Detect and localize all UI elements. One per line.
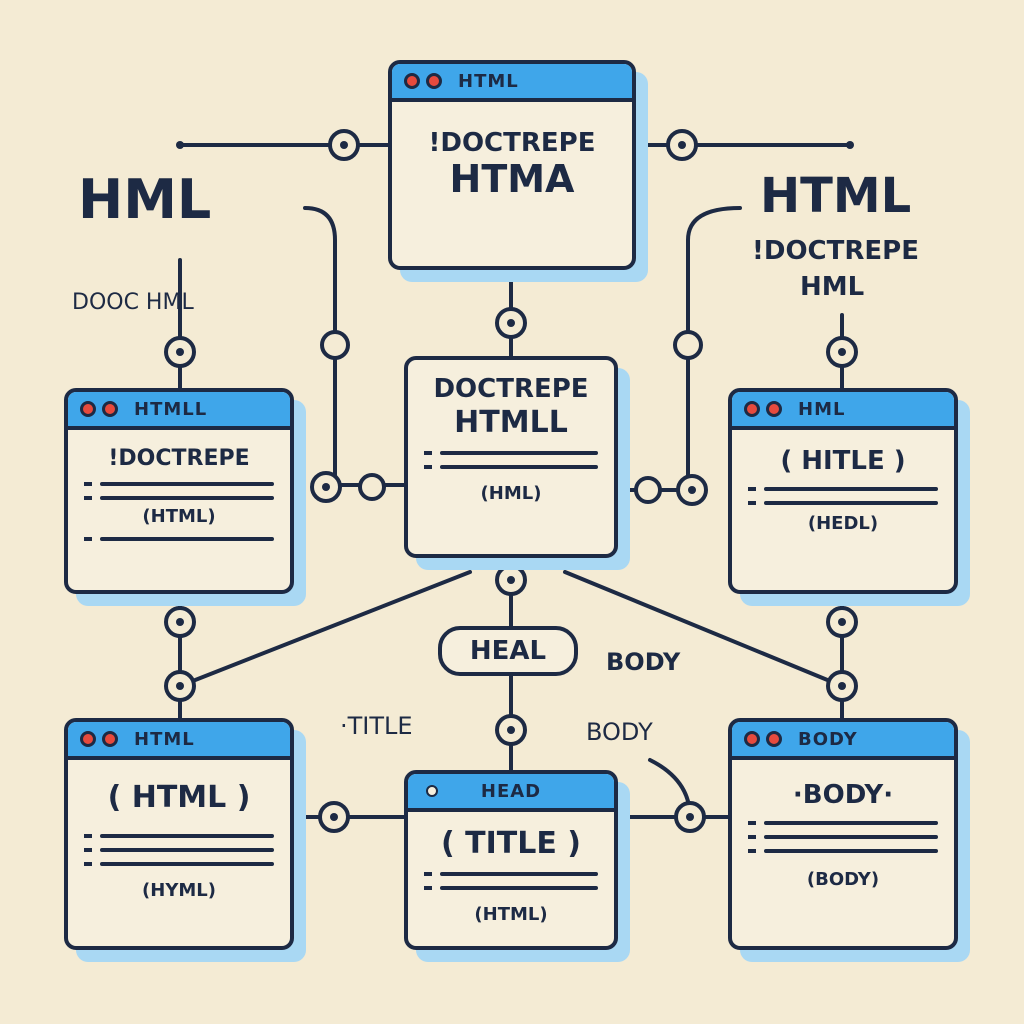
text-placeholder-line <box>84 862 274 866</box>
window-title-bar: HTML <box>68 722 290 760</box>
window-title-bar: HEAD <box>408 774 614 812</box>
left-sub-label: DOOC HML <box>72 290 194 315</box>
window-title-bar: HTML <box>392 64 632 102</box>
text-placeholder-line <box>748 849 938 854</box>
text-placeholder-line <box>748 501 938 506</box>
window-text-line2: HTMA <box>449 157 575 202</box>
close-dot-icon <box>404 73 420 89</box>
window-text-line2: HTMLL <box>454 405 568 441</box>
text-placeholder-line <box>424 465 598 470</box>
title-label: ·TITLE <box>340 712 413 740</box>
text-placeholder-line <box>424 872 598 876</box>
window-title: HTML <box>458 70 519 92</box>
close-dot-icon <box>80 731 96 747</box>
window-text-line1: ( HTML ) <box>107 780 251 815</box>
window-text-line1: !DOCTREPE <box>108 446 250 471</box>
text-placeholder-line <box>424 451 598 456</box>
text-placeholder-line <box>84 537 274 542</box>
text-placeholder-line <box>84 834 274 838</box>
right-sub-label-2: HML <box>800 272 865 302</box>
window-text-line1: ( HITLE ) <box>780 446 906 476</box>
window-text-line1: ( TITLE ) <box>440 826 581 861</box>
window-title-bar: BODY <box>732 722 954 760</box>
window-footer-text: (HTML) <box>474 904 548 925</box>
text-placeholder-line <box>748 835 938 840</box>
text-placeholder-line <box>424 886 598 890</box>
right-sub-label-1: !DOCTREPE <box>752 236 919 266</box>
window-left-middle: HTMLL !DOCTREPE (HTML) <box>64 388 294 594</box>
minimize-dot-icon <box>766 731 782 747</box>
window-bottom-right: BODY ·BODY· (BODY) <box>728 718 958 950</box>
heal-node: HEAL <box>438 626 578 676</box>
window-footer-text: (HYML) <box>142 880 216 901</box>
window-title: BODY <box>798 728 858 750</box>
window-title-bar: HML <box>732 392 954 430</box>
window-footer-text: (HEDL) <box>807 513 879 535</box>
window-title: HEAD <box>480 780 542 802</box>
left-title-label: HML <box>78 168 212 231</box>
window-bottom-left: HTML ( HTML ) (HYML) <box>64 718 294 950</box>
text-placeholder-line <box>84 482 274 487</box>
window-footer-text: (HML) <box>480 483 542 505</box>
text-placeholder-line <box>748 821 938 826</box>
body-label-1: BODY <box>606 648 681 676</box>
minimize-dot-icon <box>766 401 782 417</box>
window-text-line1: DOCTREPE <box>433 374 589 404</box>
right-title-label: HTML <box>760 168 912 224</box>
text-placeholder-line <box>84 848 274 852</box>
minimize-dot-icon <box>426 73 442 89</box>
window-title: HTMLL <box>134 398 208 420</box>
text-placeholder-line <box>84 496 274 501</box>
window-top: HTML !DOCTREPE HTMA <box>388 60 636 270</box>
text-placeholder-line <box>748 487 938 492</box>
window-title: HML <box>798 398 846 420</box>
window-footer-text: (BODY) <box>806 869 880 891</box>
close-dot-icon <box>744 731 760 747</box>
minimize-dot-icon <box>102 401 118 417</box>
close-dot-icon <box>744 401 760 417</box>
window-bottom-middle: HEAD ( TITLE ) (HTML) <box>404 770 618 950</box>
window-right-middle: HML ( HITLE ) (HEDL) <box>728 388 958 594</box>
close-dot-icon <box>80 401 96 417</box>
window-title: HTML <box>134 728 195 750</box>
body-label-2: BODY <box>586 718 653 746</box>
window-center: DOCTREPE HTMLL (HML) <box>404 356 618 558</box>
window-dot-icon <box>426 785 438 797</box>
window-text-line1: !DOCTREPE <box>428 128 596 158</box>
window-title-bar: HTMLL <box>68 392 290 430</box>
connector-ports <box>164 129 858 833</box>
window-text-line1: ·BODY· <box>792 780 894 810</box>
window-footer-text: (HTML) <box>142 506 216 528</box>
minimize-dot-icon <box>102 731 118 747</box>
